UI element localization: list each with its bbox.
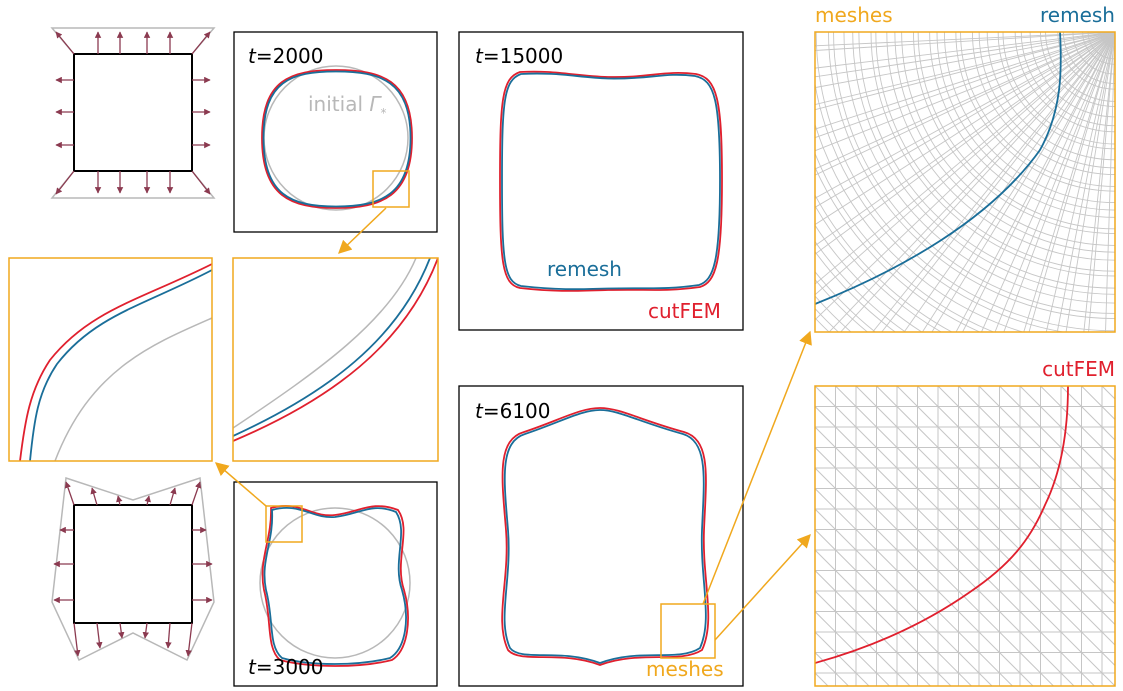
mesh-frame <box>814 31 1116 333</box>
time-label: t=15000 <box>475 44 563 68</box>
meshes-label: meshes <box>646 657 724 681</box>
mesh-frame <box>814 385 1116 687</box>
remesh-curve <box>503 409 707 664</box>
panel-t3000: t=3000 <box>233 481 438 687</box>
panel-t6100: t=6100 meshes <box>458 385 744 687</box>
velocity-diagram-uniform <box>50 27 216 199</box>
velocity-arrows <box>55 31 211 195</box>
cutfem-label: cutFEM <box>1042 357 1115 381</box>
initial-label: initial Γ* <box>308 92 387 120</box>
reference-square <box>73 504 193 624</box>
cutfem-curve <box>815 386 1069 664</box>
mesh-panel-cutfem: cutFEM <box>814 357 1116 687</box>
remesh-curve <box>263 506 407 665</box>
time-label: t=6100 <box>475 399 551 423</box>
cutfem-curve <box>261 505 409 667</box>
remesh-curve <box>815 32 1062 305</box>
remesh-label: remesh <box>547 257 622 281</box>
mesh-panel-remesh: meshes remesh <box>814 3 1116 333</box>
zoom-panel-t2000 <box>232 257 439 462</box>
panel-frame <box>233 481 438 687</box>
panel-frame <box>458 385 744 687</box>
reference-square <box>73 53 193 172</box>
cutfem-curve <box>499 70 723 292</box>
cutfem-curve <box>261 69 413 209</box>
zoom-box <box>265 505 303 543</box>
initial-interface <box>263 65 409 211</box>
initial-interface <box>259 507 411 659</box>
remesh-label: remesh <box>1040 3 1115 27</box>
remesh-curve <box>501 72 721 291</box>
zoom-arrow-remesh <box>702 330 812 605</box>
panel-frame <box>233 31 438 233</box>
zoom-box <box>372 170 410 208</box>
meshes-label: meshes <box>815 3 893 27</box>
velocity-diagram-nonuniform <box>51 476 215 662</box>
zoom-frame <box>232 257 439 462</box>
cutfem-label: cutFEM <box>648 299 721 323</box>
unstructured-mesh <box>815 32 1115 332</box>
zoom-panel-t3000 <box>8 257 213 462</box>
panel-frame <box>458 31 744 331</box>
velocity-arrows <box>53 481 213 657</box>
panel-t2000: t=2000 initial Γ* <box>233 31 438 233</box>
cutfem-curve <box>501 407 710 666</box>
time-label: t=3000 <box>248 655 324 679</box>
zoom-frame <box>8 257 213 462</box>
zoom-arrow <box>214 462 267 507</box>
zoom-arrow-cutfem <box>714 533 811 641</box>
remesh-curve <box>262 70 412 208</box>
panel-t15000: t=15000 remesh cutFEM <box>458 31 744 331</box>
structured-mesh <box>815 386 1115 686</box>
time-label: t=2000 <box>248 44 324 68</box>
deformed-outline <box>51 476 215 662</box>
zoom-box <box>660 603 716 659</box>
zoom-arrow <box>338 207 387 254</box>
